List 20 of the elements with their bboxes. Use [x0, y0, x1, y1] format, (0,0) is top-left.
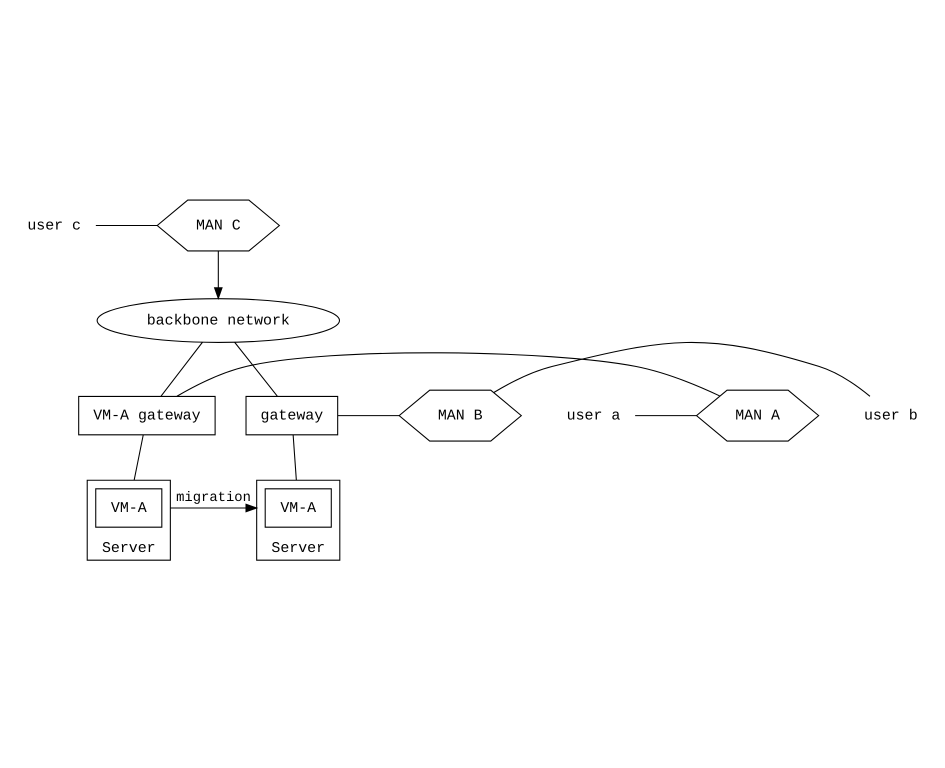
connector [96, 224, 158, 226]
node-text: user b [864, 408, 918, 424]
arrow [214, 250, 223, 300]
connector [160, 341, 203, 396]
connector [134, 434, 144, 480]
edge-label: migration [176, 489, 251, 506]
node-box: VM-A gateway [78, 395, 216, 435]
connector [635, 414, 696, 416]
node-text: user c [27, 218, 82, 234]
node-ellipse: backbone network [96, 298, 340, 342]
connector [176, 352, 720, 396]
node-box: VM-A [264, 488, 332, 528]
node-text: user a [566, 408, 620, 424]
connector [292, 434, 297, 480]
connector [234, 341, 278, 396]
node-box: VM-A [95, 488, 162, 528]
connector [494, 342, 870, 396]
connector [338, 414, 400, 416]
node-box: gateway [245, 395, 338, 435]
arrow [170, 503, 258, 512]
